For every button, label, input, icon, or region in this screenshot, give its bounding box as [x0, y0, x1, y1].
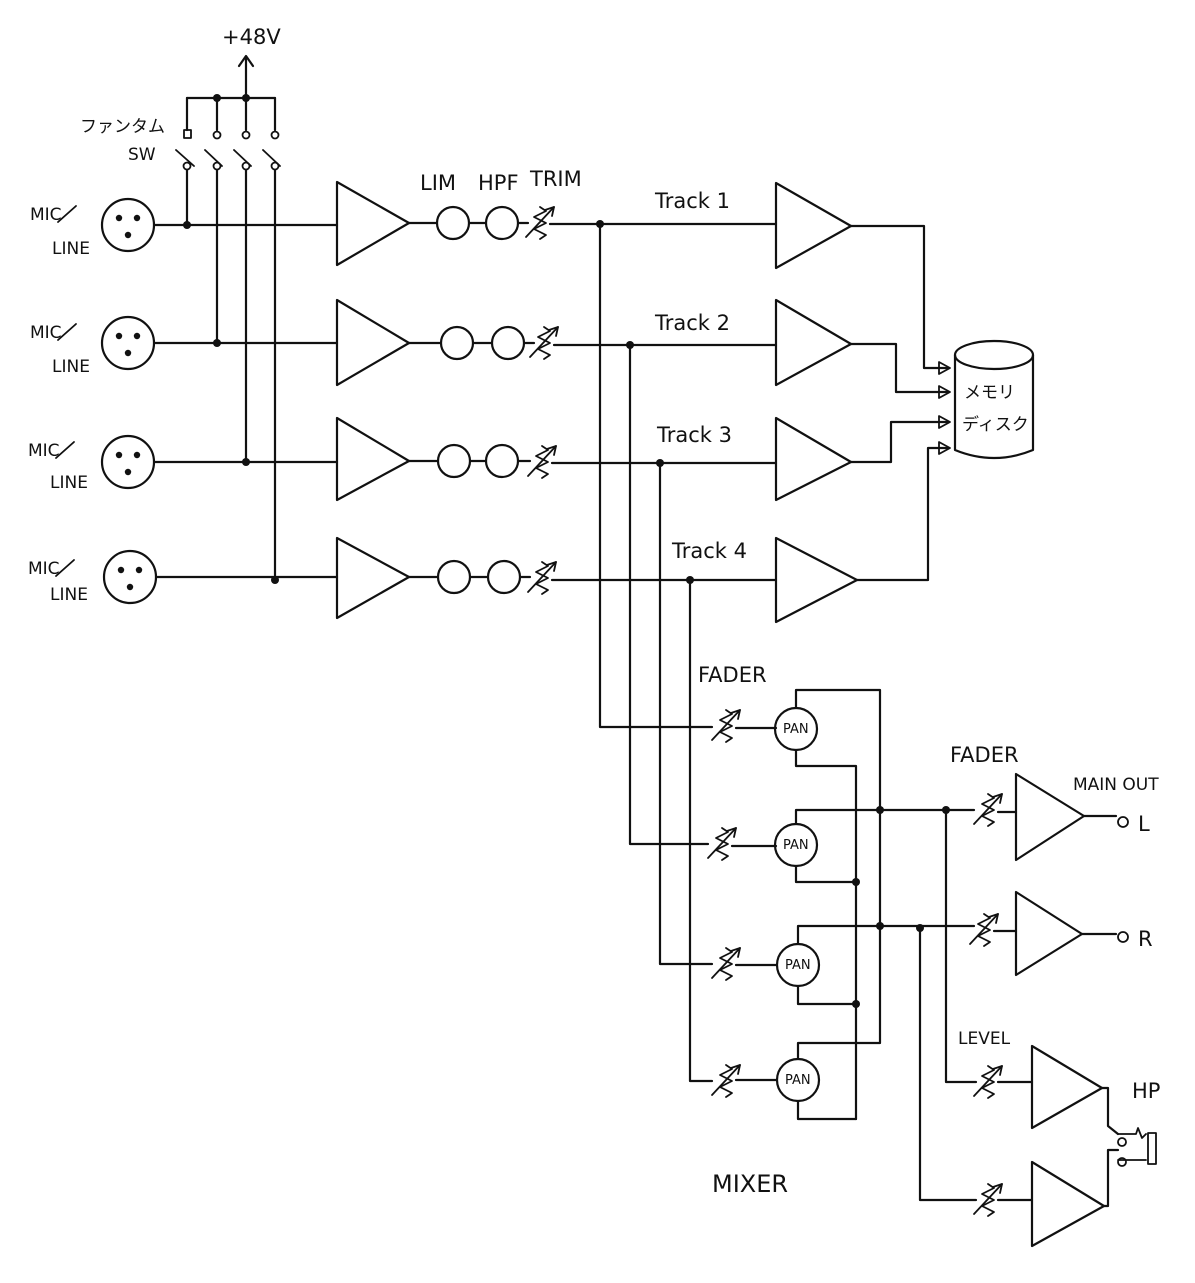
- record-amp: [774, 298, 853, 387]
- storage-label-line1: メモリ: [964, 383, 1015, 403]
- xlr-jack-icon: [102, 549, 158, 605]
- hp-amp-r: [1030, 1160, 1106, 1248]
- pan-knob-3: PAN: [775, 942, 821, 988]
- limiter-circle: [435, 205, 471, 241]
- phantom-switch-label: ファンタム: [80, 117, 165, 137]
- pan-knob-1: PAN: [773, 706, 819, 752]
- lim-label: LIM: [420, 171, 456, 195]
- pan-knob-2: PAN: [773, 822, 819, 868]
- pan-label: PAN: [785, 1073, 811, 1088]
- limiter-circle: [436, 559, 472, 595]
- track-1-label: Track 1: [654, 189, 730, 213]
- phantom-power-section: +48V ファンタム SW: [80, 25, 281, 582]
- head-amp: [335, 416, 411, 502]
- trim-pot-icon: [527, 561, 557, 595]
- hpf-circle: [484, 205, 520, 241]
- out-l-label: L: [1138, 812, 1150, 836]
- mixer-section: FADER PAN PAN PAN PAN: [598, 222, 884, 1198]
- recorder-section: メモリ ディスク: [774, 181, 1035, 624]
- pan-knob-4: PAN: [775, 1057, 821, 1103]
- main-out-label: MAIN OUT: [1073, 775, 1159, 795]
- pan-label: PAN: [783, 722, 809, 737]
- main-out-amp-r: [1014, 890, 1084, 977]
- mixer-title: MIXER: [712, 1170, 788, 1198]
- hp-level-label: LEVEL: [958, 1029, 1011, 1049]
- line-label: LINE: [50, 473, 88, 493]
- out-r-label: R: [1138, 927, 1153, 951]
- mic-label: MIC: [30, 323, 62, 343]
- pan-label: PAN: [783, 838, 809, 853]
- track-labels: Track 1 Track 2 Track 3 Track 4: [654, 189, 747, 563]
- record-amp: [774, 416, 853, 502]
- xlr-jack-icon: [100, 434, 156, 490]
- xlr-jack-icon: [100, 197, 156, 253]
- mic-label: MIC: [30, 205, 62, 225]
- output-jack-r: [1117, 931, 1129, 943]
- fader-pot-icon: [707, 827, 737, 861]
- hpf-circle: [486, 559, 522, 595]
- hp-label: HP: [1132, 1079, 1160, 1103]
- head-amp: [335, 180, 411, 267]
- hp-amp-l: [1030, 1044, 1104, 1130]
- phantom-switches: [175, 149, 281, 171]
- hpf-label: HPF: [478, 171, 519, 195]
- line-label: LINE: [52, 357, 90, 377]
- hpf-circle: [484, 443, 520, 479]
- xlr-jack-icon: [100, 315, 156, 371]
- input-channel-4: MIC LINE: [28, 536, 778, 620]
- limiter-circle: [439, 325, 475, 361]
- pan-label: PAN: [785, 958, 811, 973]
- output-fader-label: FADER: [950, 743, 1019, 767]
- line-label: LINE: [52, 239, 90, 259]
- mixer-fader-label: FADER: [698, 663, 767, 687]
- memory-disk-storage: メモリ ディスク: [953, 339, 1035, 460]
- trim-label: TRIM: [529, 167, 582, 191]
- headphone-jack-icon: [1147, 1132, 1157, 1165]
- hpf-circle: [490, 325, 526, 361]
- line-label: LINE: [50, 585, 88, 605]
- output-section: FADER MAIN OUT L R LEVEL HP: [878, 743, 1160, 1248]
- record-amp: [774, 181, 853, 270]
- track-2-label: Track 2: [654, 311, 730, 335]
- output-jack-l: [1117, 816, 1129, 828]
- main-out-amp-l: [1014, 772, 1086, 862]
- track-4-label: Track 4: [671, 539, 747, 563]
- input-channel-3: MIC LINE: [28, 416, 778, 502]
- input-channel-1: MIC LINE: [30, 180, 778, 267]
- mic-label: MIC: [28, 441, 60, 461]
- record-amp: [774, 536, 859, 624]
- track-3-label: Track 3: [656, 423, 732, 447]
- head-amp: [335, 298, 411, 387]
- power-label: +48V: [222, 25, 281, 49]
- switch-terminal: [183, 129, 192, 139]
- input-channels: MIC LINE MIC LINE: [28, 167, 778, 620]
- input-channel-2: MIC LINE: [30, 298, 778, 387]
- phantom-switch-sw-label: SW: [128, 145, 156, 165]
- mic-label: MIC: [28, 559, 60, 579]
- storage-label-line2: ディスク: [962, 414, 1029, 435]
- head-amp: [335, 536, 411, 620]
- limiter-circle: [436, 443, 472, 479]
- main-fader-l-icon: [973, 793, 1003, 827]
- fader-pot-icon: [711, 709, 741, 743]
